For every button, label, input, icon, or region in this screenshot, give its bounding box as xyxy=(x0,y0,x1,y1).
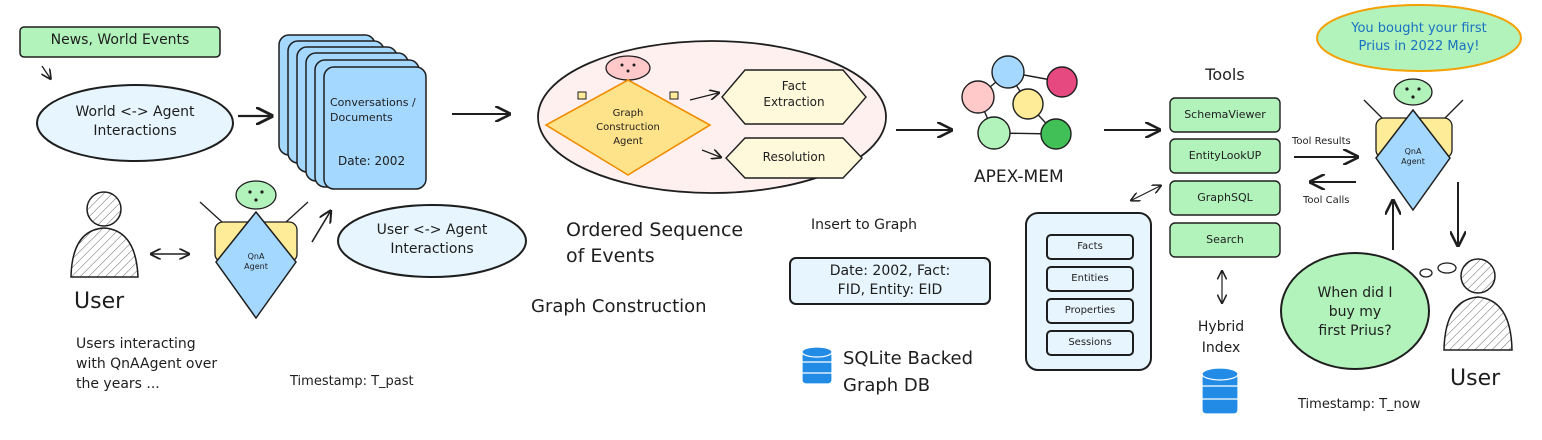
user-left-label: User xyxy=(74,289,125,314)
apex-mem-graph xyxy=(961,55,1078,150)
user-interactions-label: User <-> Agent Interactions xyxy=(376,222,488,257)
tool-results-label: Tool Results xyxy=(1292,136,1351,147)
documents-stack xyxy=(278,34,427,190)
resolution-node xyxy=(725,137,863,179)
hybrid-index-label: Hybrid Index xyxy=(1197,319,1245,356)
answer-bubble xyxy=(1316,4,1522,72)
user-figure-right xyxy=(1443,258,1513,351)
user-agent-interactions-node xyxy=(337,204,527,278)
question-bubble xyxy=(1280,252,1430,370)
user-right-label: User xyxy=(1450,366,1501,391)
news-world-events-node xyxy=(19,26,221,58)
news-label: News, World Events xyxy=(50,32,190,48)
fact-extraction-label: Fact Extraction xyxy=(763,79,825,109)
qna-agent-left-label: QnA Agent xyxy=(244,252,268,271)
construction-agent-label: Graph Construction Agent xyxy=(596,108,660,147)
db-table-facts: Facts xyxy=(1046,234,1134,260)
tools-buttons xyxy=(1169,97,1281,258)
question-bubble-text: When did I buy my first Prius? xyxy=(1317,285,1393,339)
world-agent-interactions-node xyxy=(36,84,234,162)
db-table-sessions: Sessions xyxy=(1046,330,1134,356)
documents-date: Date: 2002 xyxy=(338,154,406,168)
tool-schemaviewer: SchemaViewer xyxy=(1184,108,1266,121)
construction-agent-hand-left xyxy=(577,91,587,100)
conversations-label: Conversations / Documents xyxy=(330,96,416,124)
sqlite-label: SQLite Backed Graph DB xyxy=(843,348,974,396)
news-arrow xyxy=(42,65,50,78)
tool-calls-label: Tool Calls xyxy=(1303,195,1350,206)
insert-box-text: Date: 2002, Fact: FID, Entity: EID xyxy=(829,263,951,298)
construction-agent-head xyxy=(605,55,651,81)
hybrid-index-db-icon xyxy=(1201,367,1239,415)
thought-dot-large xyxy=(1437,262,1457,274)
fact-extraction-node xyxy=(721,69,867,125)
ordered-sequence-label: Ordered Sequence of Events xyxy=(566,219,744,267)
construction-agent-node xyxy=(544,79,712,176)
apex-mem-label: APEX-MEM xyxy=(974,167,1064,187)
graph-construction-label: Graph Construction xyxy=(531,296,707,317)
db-table-entities: Entities xyxy=(1046,266,1134,292)
insert-box xyxy=(789,257,991,305)
answer-bubble-text: You bought your first Prius in 2022 May! xyxy=(1351,21,1487,54)
agent-to-resolution-arrow xyxy=(701,150,720,157)
insert-to-graph-label: Insert to Graph xyxy=(811,217,918,233)
timestamp-past: Timestamp: T_past xyxy=(290,374,414,389)
db-tools-double-arrow xyxy=(1132,186,1160,200)
thought-dot-small xyxy=(1419,268,1433,278)
timestamp-now: Timestamp: T_now xyxy=(1298,397,1421,412)
resolution-label: Resolution xyxy=(762,150,826,164)
tool-graphsql: GraphSQL xyxy=(1197,191,1253,204)
agent-to-fact-arrow xyxy=(689,93,718,101)
construction-agent-hand-right xyxy=(669,91,679,100)
world-interactions-label: World <-> Agent Interactions xyxy=(75,104,195,139)
qna-agent-left xyxy=(199,180,309,320)
db-table-properties: Properties xyxy=(1046,298,1134,324)
tools-title: Tools xyxy=(1205,65,1245,84)
tool-entitylookup: EntityLookUP xyxy=(1188,149,1262,162)
user-figure-left xyxy=(70,191,139,278)
qna-agent-right-label: QnA Agent xyxy=(1401,147,1425,166)
qna-agent-right xyxy=(1363,78,1464,212)
tool-search: Search xyxy=(1206,233,1244,246)
users-caption: Users interacting with QnAAgent over the… xyxy=(76,336,218,392)
sqlite-db-icon xyxy=(801,346,833,385)
agent-to-docs-arrow xyxy=(311,212,330,243)
